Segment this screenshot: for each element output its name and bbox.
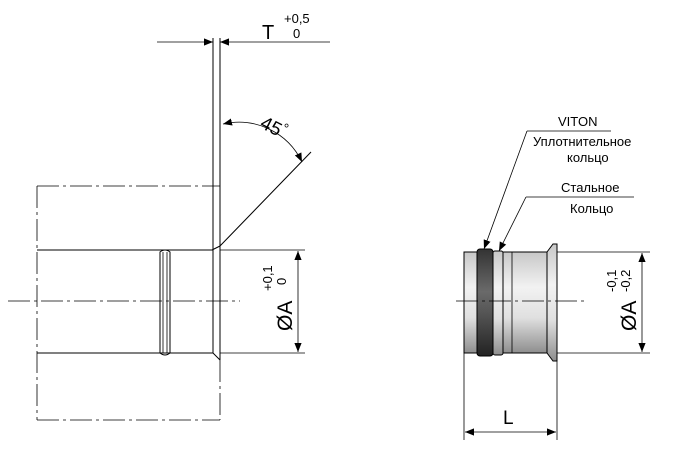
fitting-body	[463, 243, 558, 362]
steel-ring-line2: Кольцо	[570, 201, 613, 216]
left-diameter-tol-upper: +0,1	[260, 265, 275, 291]
pipe-body	[37, 249, 213, 356]
steel-ring-line1: Стальное	[561, 180, 619, 195]
angle-dimension: 45°	[222, 110, 303, 163]
angle-value: 45°	[257, 110, 292, 144]
left-diameter-tol-lower: 0	[274, 278, 289, 285]
right-diameter-tol-lower: -0,2	[618, 270, 633, 292]
steel-ring-leader: Стальное Кольцо	[498, 180, 634, 252]
viton-seal-ring	[476, 248, 494, 357]
wall-plate	[211, 38, 221, 361]
right-view: VITON Уплотнительное кольцо Стальное Кол…	[456, 114, 650, 440]
seal-ring-line1: Уплотнительное	[533, 134, 631, 149]
thickness-symbol: T	[262, 22, 274, 44]
right-diameter-label: ØA	[618, 301, 641, 331]
viton-label: VITON	[558, 114, 598, 129]
phantom-contour	[36, 185, 221, 421]
seal-ring-line2: кольцо	[567, 150, 609, 165]
steel-ring	[492, 250, 504, 356]
thickness-dimension: T +0,5 0	[157, 11, 330, 46]
thickness-tol-lower: 0	[293, 26, 300, 41]
right-diameter-dimension: ØA -0,1 -0,2	[557, 251, 650, 354]
left-view: T +0,5 0 45° ØA +0,1 0	[8, 11, 330, 421]
bevel-line	[219, 151, 312, 247]
thickness-tol-upper: +0,5	[284, 11, 310, 26]
length-dimension: L	[463, 353, 558, 440]
length-label: L	[503, 408, 514, 429]
left-diameter-label: ØA	[274, 301, 297, 331]
left-diameter-dimension: ØA +0,1 0	[220, 249, 305, 354]
viton-leader: VITON Уплотнительное кольцо	[483, 114, 631, 250]
right-diameter-tol-upper: -0,1	[604, 270, 619, 292]
